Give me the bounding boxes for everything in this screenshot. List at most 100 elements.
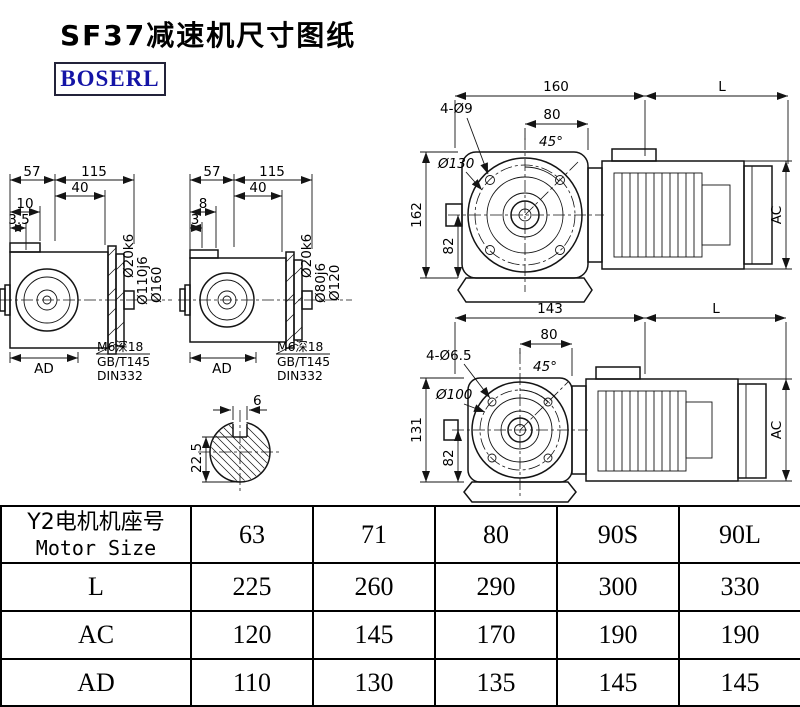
side1-output-shaft — [123, 290, 135, 310]
table-cell: 190 — [556, 610, 680, 660]
motor-size-label-cn: Y2电机机座号 — [27, 509, 165, 535]
table-cell: 145 — [678, 658, 800, 707]
side1-dim-b: 115 — [81, 164, 107, 180]
table-cell: 145 — [556, 658, 680, 707]
side1-dim-c: 40 — [71, 180, 88, 196]
side1-dim-a: 57 — [23, 164, 40, 180]
dimension-table: Y2电机机座号 Motor Size 63 71 80 90S 90L L 22… — [0, 505, 800, 707]
side2-note-din: DIN332 — [277, 369, 323, 383]
front1-dim-half: 80 — [543, 107, 560, 123]
front2-dim-half: 80 — [540, 327, 557, 343]
side2-dim-ad: AD — [212, 361, 232, 377]
front2-dim-width: 143 — [537, 301, 563, 317]
table-cell-size: 90S — [556, 505, 680, 564]
front-view-2: 143 L 80 4-Ø6.5 45° Ø100 131 82 AC — [409, 301, 792, 503]
side-view-1: 57 115 40 10 3.5 Ø20k6 Ø110j6 Ø160 AD M6… — [0, 164, 172, 383]
table-cell: 135 — [434, 658, 558, 707]
front2-dim-center-height: 82 — [441, 449, 457, 466]
front1-fan-cowl — [743, 165, 773, 265]
page-title: SF37减速机尺寸图纸 — [60, 19, 357, 52]
table-cell: 300 — [556, 562, 680, 612]
table-cell: 330 — [678, 562, 800, 612]
front2-bolt-hole — [487, 397, 497, 407]
front1-dim-ac: AC — [769, 206, 785, 224]
motor-size-header-cell: Y2电机机座号 Motor Size — [0, 505, 192, 564]
side1-note-din: DIN332 — [97, 369, 143, 383]
front1-bolt-hole — [555, 175, 565, 185]
table-cell: 110 — [190, 658, 314, 707]
front1-bolt-hole — [485, 175, 495, 185]
side1-note-thread: M6深18 — [97, 340, 143, 354]
side2-dim-c: 40 — [249, 180, 266, 196]
front2-fan-cowl — [737, 383, 767, 479]
front2-dim-motor-length: L — [712, 301, 720, 317]
front2-dim-height: 131 — [409, 417, 425, 443]
row-label-AC: AC — [0, 610, 192, 660]
table-cell-size: 71 — [312, 505, 436, 564]
side2-flange-diameter: Ø120 — [327, 265, 343, 301]
table-row-L: L 225 260 290 300 330 — [0, 562, 800, 612]
table-cell: 130 — [312, 658, 436, 707]
side1-spigot-diameter: Ø110j6 — [135, 256, 151, 305]
row-label-L: L — [0, 562, 192, 612]
front1-terminal-box — [611, 148, 657, 162]
front1-bolt-circle-label: Ø130 — [437, 156, 474, 172]
side2-dim-d: 8 — [199, 196, 208, 212]
technical-drawing: 57 115 40 10 3.5 Ø20k6 Ø110j6 Ø160 AD M6… — [0, 79, 792, 503]
front1-bolt-hole — [555, 245, 565, 255]
front1-gear-housing — [457, 277, 593, 303]
side2-dim-a: 57 — [203, 164, 220, 180]
table-cell: 170 — [434, 610, 558, 660]
front1-bolt-holes-label: 4-Ø9 — [440, 101, 473, 117]
table-cell-size: 63 — [190, 505, 314, 564]
table-cell: 145 — [312, 610, 436, 660]
side1-dim-e: 3.5 — [8, 212, 29, 228]
front2-gear-housing — [463, 481, 577, 503]
front2-bolt-holes-label: 4-Ø6.5 — [426, 348, 472, 364]
table-row-AD: AD 110 130 135 145 145 — [0, 658, 800, 707]
section-key-depth: 22.5 — [189, 443, 205, 473]
front1-dim-width: 160 — [543, 79, 569, 95]
side2-worm-housing — [199, 272, 255, 328]
shaft-section-view: 6 22.5 — [189, 393, 282, 494]
brand-logo-box: BOSERL — [54, 62, 166, 96]
front2-angle-label: 45° — [533, 359, 557, 375]
side1-flange-diameter: Ø160 — [149, 267, 165, 303]
side2-spigot-diameter: Ø80j6 — [313, 263, 329, 303]
front1-dim-center-height: 82 — [441, 237, 457, 254]
section-key-width: 6 — [253, 393, 262, 409]
motor-size-label-en: Motor Size — [35, 535, 157, 560]
table-cell: 225 — [190, 562, 314, 612]
table-cell: 290 — [434, 562, 558, 612]
side1-dim-ad: AD — [34, 361, 54, 377]
front2-dim-ac: AC — [769, 421, 785, 439]
side1-shaft-diameter: Ø20k6 — [121, 234, 137, 278]
front1-angle-label: 45° — [539, 134, 563, 150]
table-row-motor-size: Y2电机机座号 Motor Size 63 71 80 90S 90L — [0, 505, 800, 564]
table-cell-size: 90L — [678, 505, 800, 564]
front2-bolt-hole — [543, 453, 553, 463]
front1-motor-body — [601, 160, 745, 270]
table-cell: 120 — [190, 610, 314, 660]
table-cell-size: 80 — [434, 505, 558, 564]
side1-dim-d: 10 — [16, 196, 33, 212]
front1-bolt-hole — [485, 245, 495, 255]
front1-dim-motor-length: L — [718, 79, 726, 95]
side2-dim-e: 3 — [191, 212, 200, 228]
side2-shaft-diameter: Ø20k6 — [299, 234, 315, 278]
table-row-AC: AC 120 145 170 190 190 — [0, 610, 800, 660]
front2-bolt-hole — [487, 453, 497, 463]
side2-note-standard: GB/T145 — [277, 355, 330, 369]
front2-bolt-hole — [543, 397, 553, 407]
side2-output-shaft — [301, 290, 313, 310]
front2-terminal-box — [595, 366, 641, 380]
front2-bolt-circle-label: Ø100 — [435, 387, 472, 403]
side2-note-thread: M6深18 — [277, 340, 323, 354]
side1-note-standard: GB/T145 — [97, 355, 150, 369]
side-view-2: 57 115 40 8 3 Ø20k6 Ø80j6 Ø120 AD M6深18 … — [178, 164, 352, 383]
side2-dim-b: 115 — [259, 164, 285, 180]
brand-logo-text: BOSERL — [60, 66, 160, 91]
front1-dim-height: 162 — [409, 202, 425, 228]
table-cell: 190 — [678, 610, 800, 660]
side1-worm-housing — [15, 268, 79, 332]
